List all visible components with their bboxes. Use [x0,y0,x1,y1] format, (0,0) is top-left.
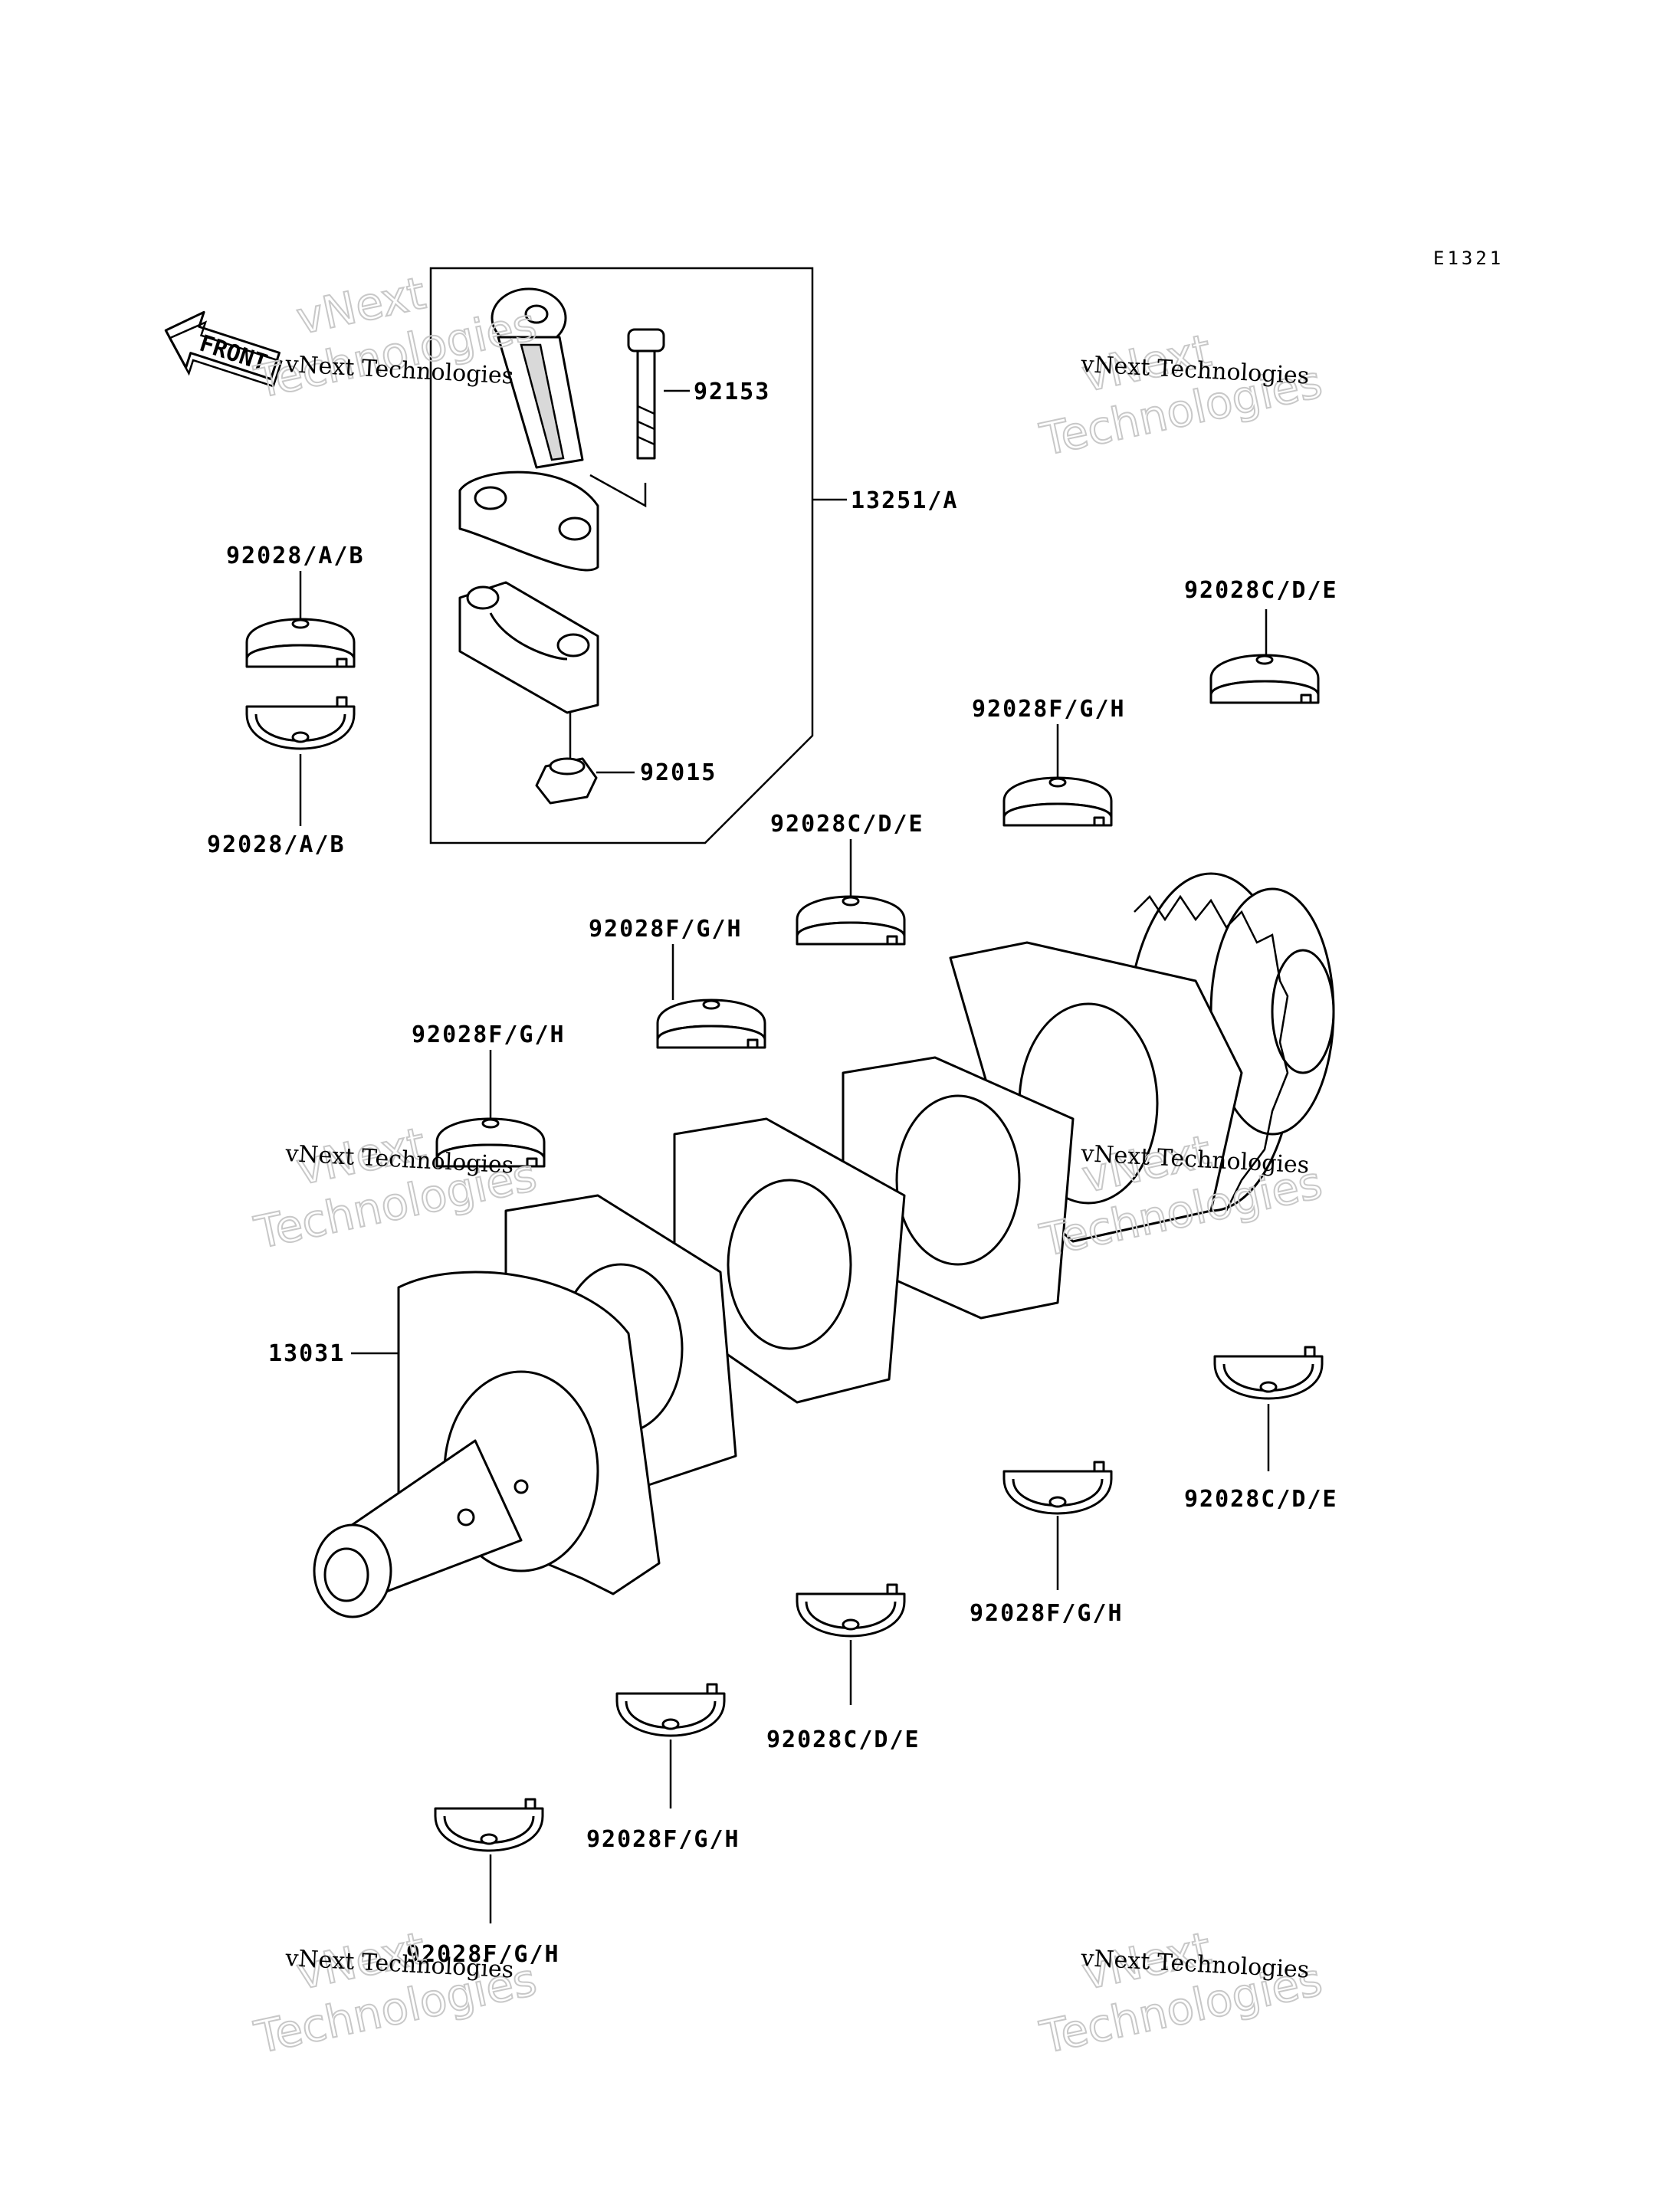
label-92015: 92015 [640,759,717,786]
label-92028-cde-1: 92028C/D/E [1184,577,1338,604]
bearing-cde-2 [796,895,906,946]
label-92028-fgh-1: 92028F/G/H [972,696,1126,723]
bearing-fgh-1 [1002,776,1113,827]
bearing-ab-lower [245,696,356,750]
label-13031: 13031 [268,1340,345,1367]
label-92028-ab-top: 92028/A/B [226,543,365,569]
bearing-cde-3 [1213,1346,1324,1400]
connecting-rod-cap [458,581,599,714]
conrod-bolt [627,328,665,460]
conrod-assembly-frame [429,267,814,844]
bearing-fgh-5 [615,1683,726,1737]
label-92028-fgh-2: 92028F/G/H [589,916,743,943]
connecting-rod [458,287,599,572]
label-92028-cde-2: 92028C/D/E [770,811,924,838]
label-92028-cde-4: 92028C/D/E [766,1726,920,1753]
label-92028-fgh-3: 92028F/G/H [412,1021,566,1048]
label-92153: 92153 [694,379,770,405]
label-92028-fgh-5: 92028F/G/H [586,1826,740,1853]
bearing-ab-upper [245,618,356,668]
diagram-code: E1321 [1433,248,1504,269]
label-92028-fgh-4: 92028F/G/H [970,1600,1124,1627]
bearing-fgh-2 [656,998,766,1049]
bearing-cde-1 [1209,654,1320,704]
label-92028-fgh-6: 92028F/G/H [406,1941,560,1968]
bearing-cde-4 [796,1583,906,1638]
crankshaft [313,872,1335,1618]
label-92028-ab-bottom: 92028/A/B [207,831,346,858]
label-92028-cde-3: 92028C/D/E [1184,1486,1338,1513]
bearing-fgh-6 [434,1798,544,1852]
label-13251-a: 13251/A [851,487,958,514]
conrod-nut [535,757,598,805]
bearing-fgh-4 [1002,1461,1113,1515]
